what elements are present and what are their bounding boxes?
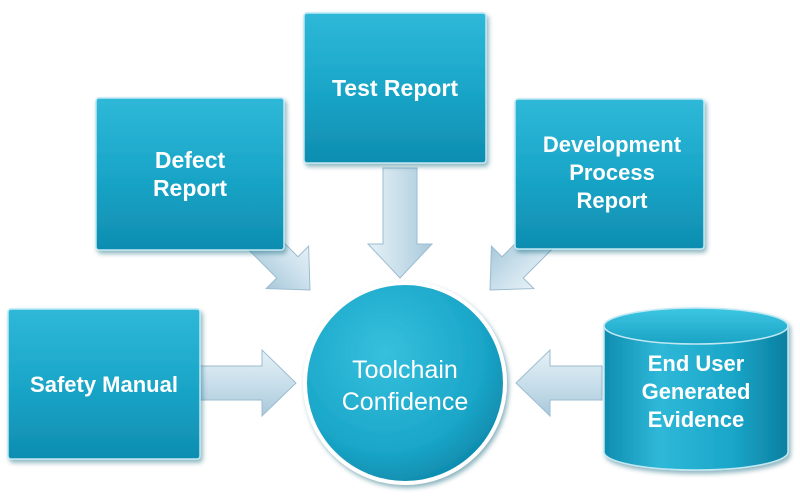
development-report-label-line2: Process [569,160,655,185]
toolchain-confidence-circle: Toolchain Confidence [303,281,507,485]
safety-manual-box: Safety Manual [7,308,201,460]
development-process-report-box: Development Process Report [514,98,705,250]
defect-report-label-line2: Report [153,175,227,201]
development-report-label-line3: Report [577,188,649,213]
end-user-label-line2: Generated [642,379,751,404]
defect-report-label-line1: Defect [155,147,226,173]
end-user-label-line1: End User [648,351,745,376]
development-report-label-line1: Development [543,132,682,157]
end-user-evidence-cylinder [603,307,789,471]
safety-manual-label: Safety Manual [30,372,178,397]
end-user-label-line3: Evidence [648,407,745,432]
arrow-end-user-to-center [515,348,603,418]
test-report-box: Test Report [303,12,487,164]
defect-report-box: Defect Report [95,97,285,251]
arrow-test-report-to-center [366,167,434,279]
center-label-line2: Confidence [342,388,468,416]
arrow-safety-manual-to-center [199,348,297,418]
test-report-label: Test Report [332,75,458,101]
center-label-line1: Toolchain [352,356,458,384]
